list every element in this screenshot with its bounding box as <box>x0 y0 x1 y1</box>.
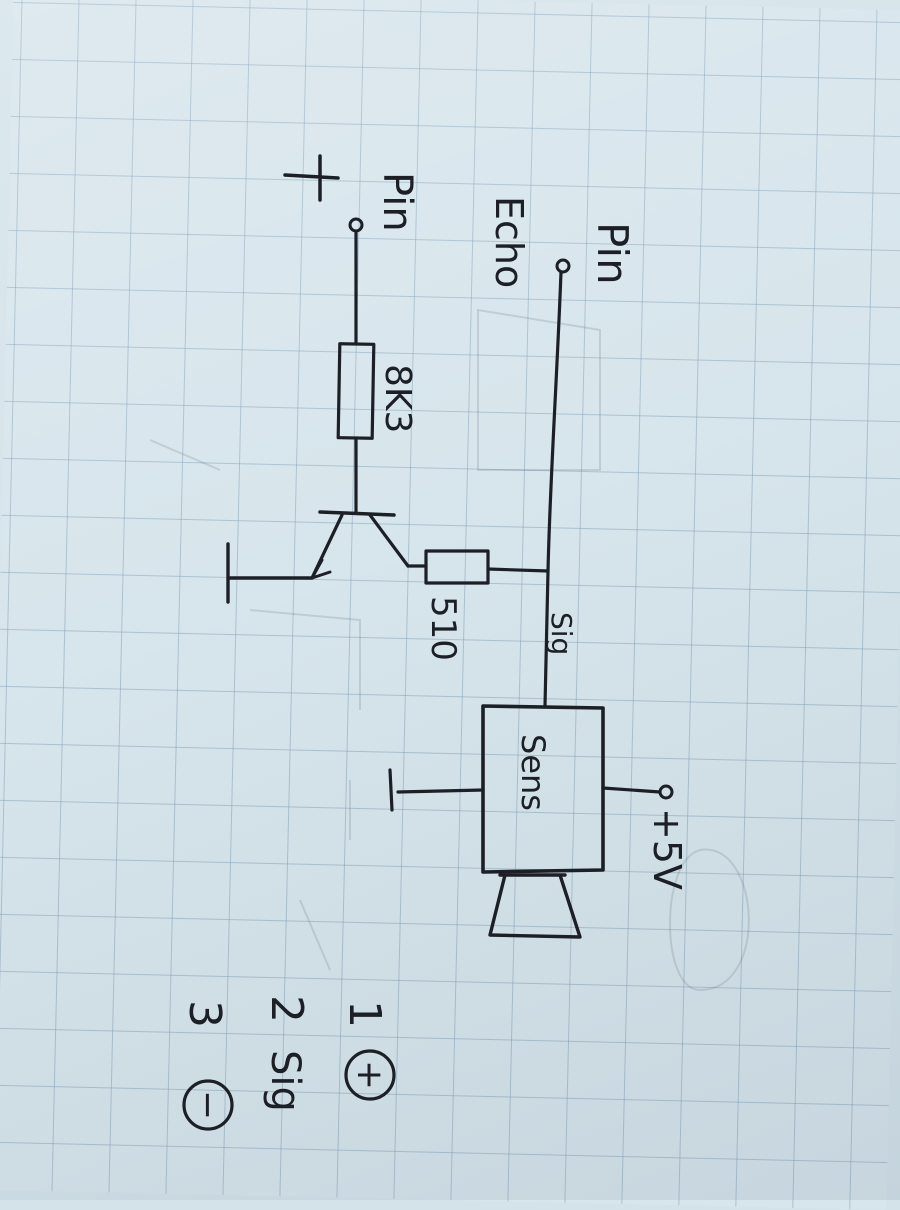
legend-label-plus: + <box>349 1060 390 1090</box>
label-resistor-510: 510 <box>423 596 463 661</box>
pin-terminal-supply <box>658 784 674 800</box>
npn-transistor <box>310 510 410 580</box>
legend-label-sig: Sig <box>262 1050 308 1112</box>
sensor-supply-wire <box>601 786 662 794</box>
legend-row-2: 2 Sig <box>261 995 312 1112</box>
label-supply: +5V <box>645 808 689 890</box>
pin-terminal-echo <box>555 258 571 274</box>
ground-symbol-top <box>283 154 340 202</box>
label-sensor: Sens <box>514 734 552 811</box>
legend-row-3: 3 − <box>179 1000 234 1131</box>
label-signal: Sig <box>545 612 578 655</box>
wire-echo-down <box>543 270 563 708</box>
resistor-8k3 <box>336 342 376 440</box>
legend-number-1: 1 <box>339 1000 390 1028</box>
label-pin-left: Pin <box>374 172 420 232</box>
wire-resistor-to-signal <box>486 567 550 573</box>
label-echo: Echo <box>487 196 531 288</box>
legend-circle-minus <box>182 1079 234 1131</box>
transducer-symbol <box>488 873 582 939</box>
label-pin-right: Pin <box>588 222 637 285</box>
pin-legend: 1 + 2 Sig 3 − <box>179 995 396 1131</box>
legend-row-1: 1 + <box>339 1000 396 1101</box>
sensor-box <box>481 704 605 874</box>
legend-number-2: 2 <box>261 995 312 1023</box>
ground-symbol-emitter <box>226 542 314 604</box>
legend-number-3: 3 <box>179 1000 230 1028</box>
sensor-ground-wire <box>388 768 485 812</box>
legend-circle-plus <box>344 1049 396 1101</box>
label-resistor-8k3: 8K3 <box>377 364 418 433</box>
pin-terminal-left <box>348 217 364 233</box>
legend-label-minus: − <box>187 1090 228 1120</box>
resistor-510 <box>424 549 490 585</box>
